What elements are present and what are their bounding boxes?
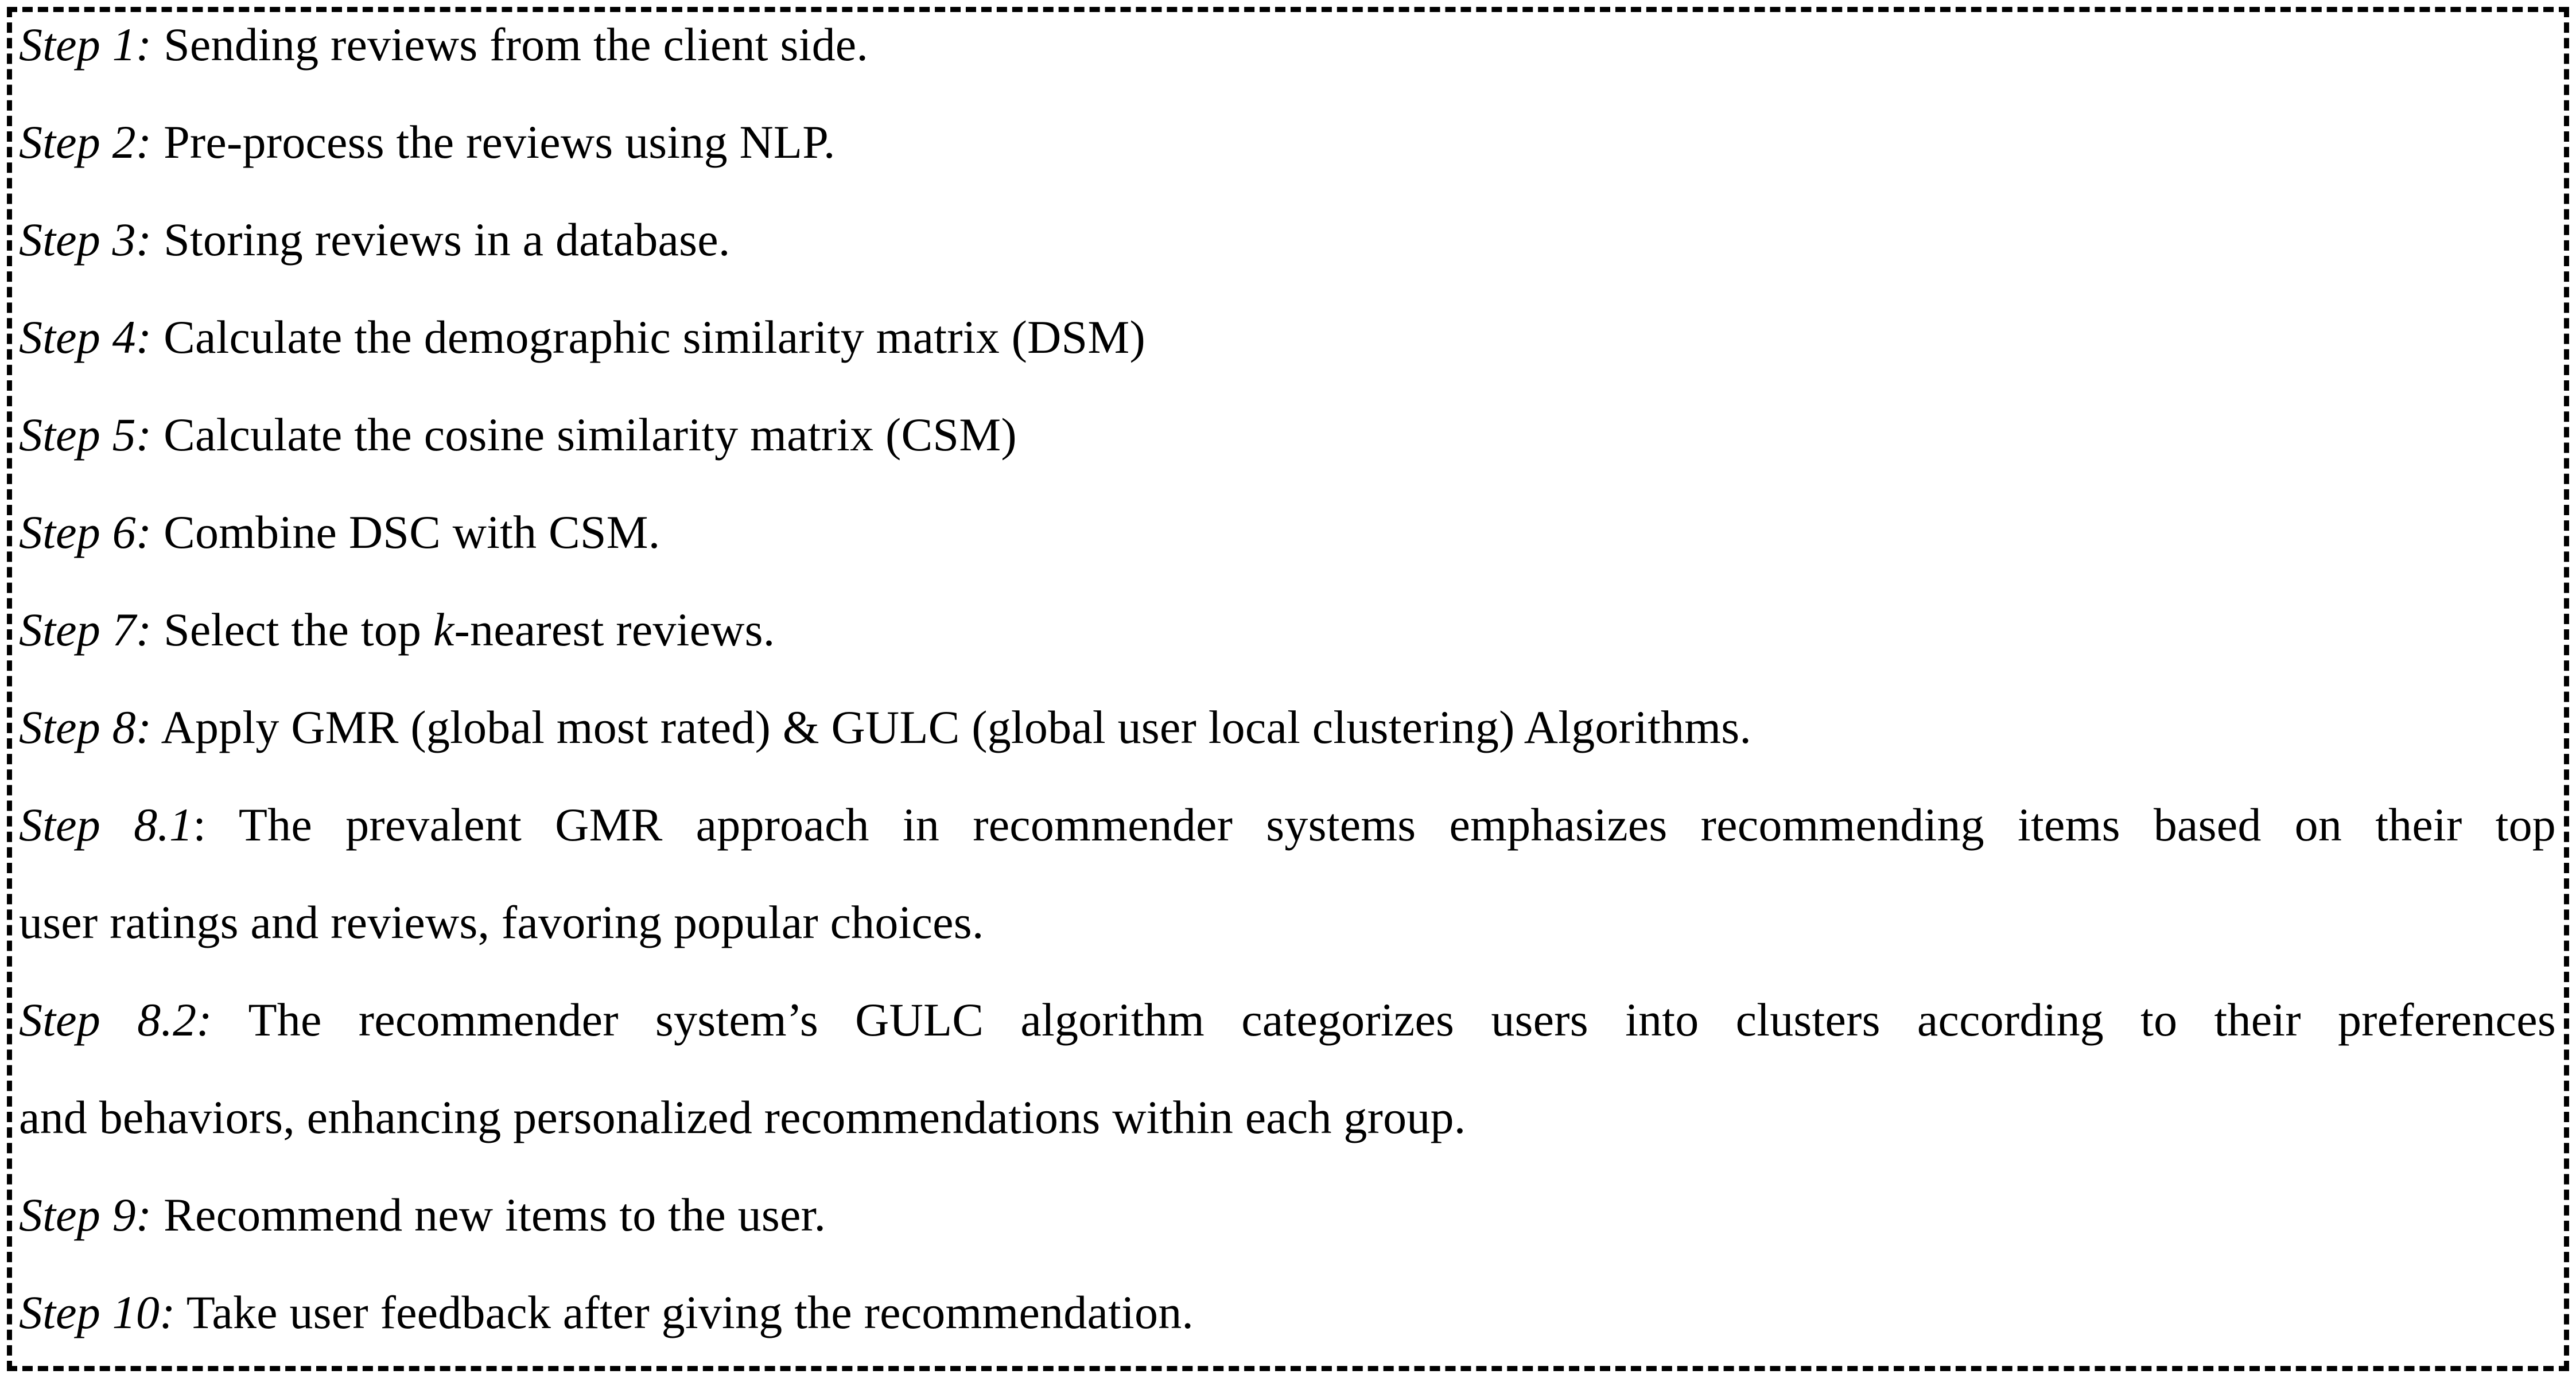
step-text: and behaviors, enhancing personalized re…: [19, 1091, 1466, 1143]
step-line: Step 1: Sending reviews from the client …: [19, 12, 2556, 94]
step-label: Step 8:: [19, 701, 152, 753]
step-label: k: [433, 604, 454, 656]
step-line: user ratings and reviews, favoring popul…: [19, 874, 2556, 971]
step-line: Step 8.1: The prevalent GMR approach in …: [19, 776, 2556, 874]
step-label: Step 8.1: [19, 799, 193, 851]
algorithm-steps-figure: Step 1: Sending reviews from the client …: [7, 7, 2569, 1371]
step-label: Step 5:: [19, 408, 152, 461]
step-label: Step 2:: [19, 116, 152, 168]
step-label: Step 3:: [19, 213, 152, 266]
step-text: -nearest reviews.: [454, 604, 775, 656]
step-line: Step 5: Calculate the cosine similarity …: [19, 386, 2556, 484]
step-text: Pre-process the reviews using NLP.: [151, 116, 836, 168]
step-line: Step 8: Apply GMR (global most rated) & …: [19, 679, 2556, 776]
step-text: user ratings and reviews, favoring popul…: [19, 896, 984, 948]
step-text: Calculate the cosine similarity matrix (…: [151, 408, 1017, 461]
step-label: Step 1:: [19, 18, 152, 71]
step-label: Step 7:: [19, 604, 152, 656]
steps-list: Step 1: Sending reviews from the client …: [19, 12, 2556, 1361]
step-line: Step 10: Take user feedback after giving…: [19, 1264, 2556, 1361]
step-line: Step 2: Pre-process the reviews using NL…: [19, 94, 2556, 191]
step-label: Step 10:: [19, 1286, 176, 1338]
step-text: Take user feedback after giving the reco…: [175, 1286, 1194, 1338]
step-line: Step 4: Calculate the demographic simila…: [19, 289, 2556, 386]
step-text: Select the top: [151, 604, 433, 656]
step-text: The recommender system’s GULC algorithm …: [212, 994, 2556, 1046]
step-text: Apply GMR (global most rated) & GULC (gl…: [151, 701, 1752, 753]
step-text: Calculate the demographic similarity mat…: [151, 311, 1145, 363]
step-line: Step 3: Storing reviews in a database.: [19, 191, 2556, 289]
step-label: Step 8.2:: [19, 994, 212, 1046]
step-text: Storing reviews in a database.: [151, 213, 731, 266]
step-line: Step 7: Select the top k-nearest reviews…: [19, 581, 2556, 679]
step-text: Recommend new items to the user.: [151, 1189, 826, 1241]
step-label: Step 9:: [19, 1189, 152, 1241]
step-label: Step 4:: [19, 311, 152, 363]
step-label: Step 6:: [19, 506, 152, 558]
step-line: Step 6: Combine DSC with CSM.: [19, 484, 2556, 581]
step-line: Step 8.2: The recommender system’s GULC …: [19, 971, 2556, 1069]
step-text: : The prevalent GMR approach in recommen…: [193, 799, 2556, 851]
step-line: Step 9: Recommend new items to the user.: [19, 1166, 2556, 1264]
step-line: and behaviors, enhancing personalized re…: [19, 1069, 2556, 1166]
step-text: Sending reviews from the client side.: [151, 18, 869, 71]
step-text: Combine DSC with CSM.: [151, 506, 660, 558]
